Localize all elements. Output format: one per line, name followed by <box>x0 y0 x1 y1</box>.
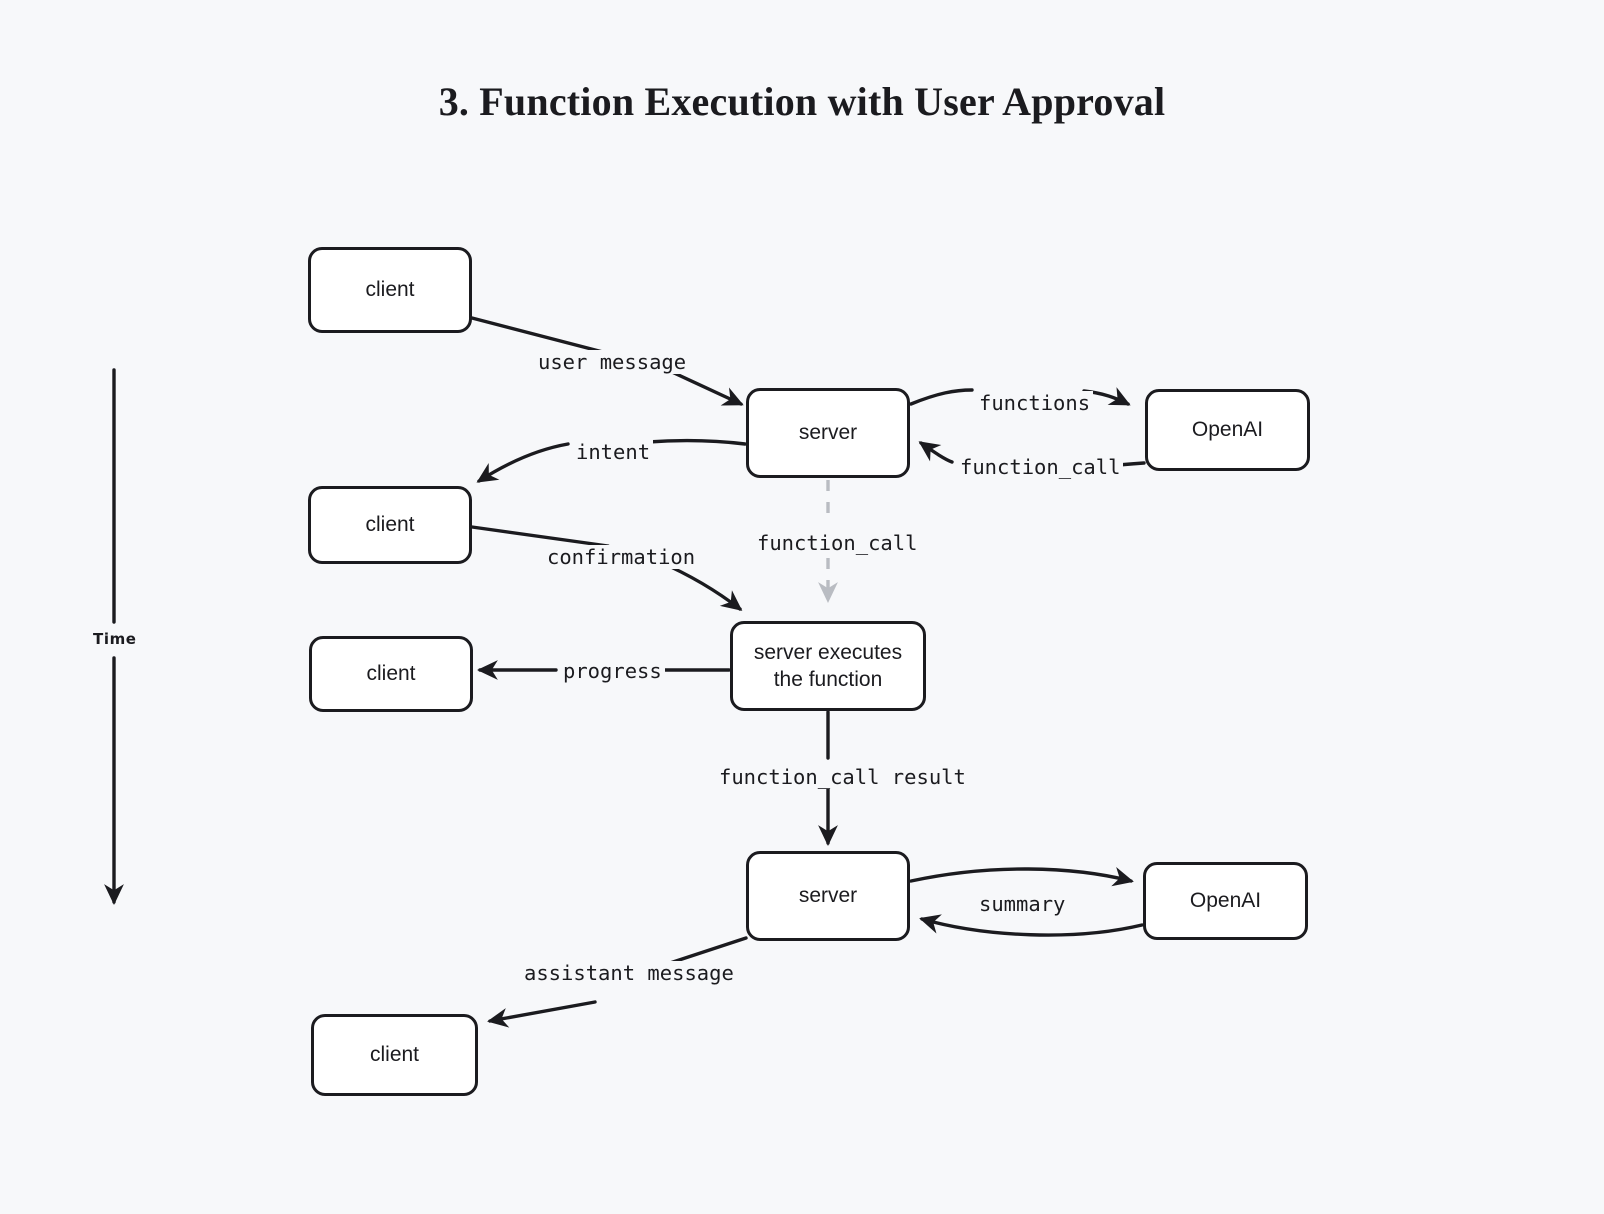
edge-user-message-arrow <box>670 370 744 406</box>
edge-label-user-message: user message <box>535 350 690 374</box>
edge-functions <box>909 388 974 406</box>
node-client-4[interactable]: client <box>311 1014 478 1096</box>
edge-assistant-message-arrow <box>487 1000 597 1028</box>
node-label: server <box>798 421 858 445</box>
node-label: client <box>369 1043 420 1067</box>
edge-summary-out <box>909 866 1134 887</box>
edge-label-function-call-result: function_call result <box>716 765 969 789</box>
edge-label-function-call-response: function_call <box>957 455 1124 479</box>
node-server-executes[interactable]: server executes the function <box>730 621 926 711</box>
edge-label-summary: summary <box>976 892 1069 916</box>
edge-label-function-call-dashed: function_call <box>754 531 921 555</box>
edge-label-assistant-message: assistant message <box>521 961 737 985</box>
node-label: server executes the function <box>753 640 903 691</box>
node-client-3[interactable]: client <box>309 636 473 712</box>
page-title: 3. Function Execution with User Approval <box>438 79 1166 124</box>
edge-confirmation-arrow <box>658 560 743 611</box>
edge-label-confirmation: confirmation <box>544 545 699 569</box>
edge-label-progress: progress <box>560 659 665 683</box>
node-label: client <box>365 513 415 537</box>
node-server-2[interactable]: server <box>746 851 910 941</box>
node-label: client <box>365 278 415 302</box>
edge-function-call-back-arrow <box>918 441 954 464</box>
edge-label-intent: intent <box>573 440 654 464</box>
node-label: OpenAI <box>1191 418 1264 442</box>
edge-summary-in <box>919 914 1144 937</box>
node-label: server <box>798 884 858 908</box>
node-server-1[interactable]: server <box>746 388 910 478</box>
node-openai-2[interactable]: OpenAI <box>1143 862 1308 940</box>
node-label: OpenAI <box>1189 889 1262 913</box>
edge-assistant-message <box>668 936 748 965</box>
node-openai-1[interactable]: OpenAI <box>1145 389 1310 471</box>
node-client-1[interactable]: client <box>308 247 472 333</box>
edge-label-functions: functions <box>976 391 1094 415</box>
time-axis-label: Time <box>93 630 137 648</box>
node-client-2[interactable]: client <box>308 486 472 564</box>
edge-confirmation <box>470 525 610 548</box>
node-label: client <box>366 662 416 686</box>
edge-intent <box>646 438 747 446</box>
edge-intent-arrow <box>476 442 570 483</box>
